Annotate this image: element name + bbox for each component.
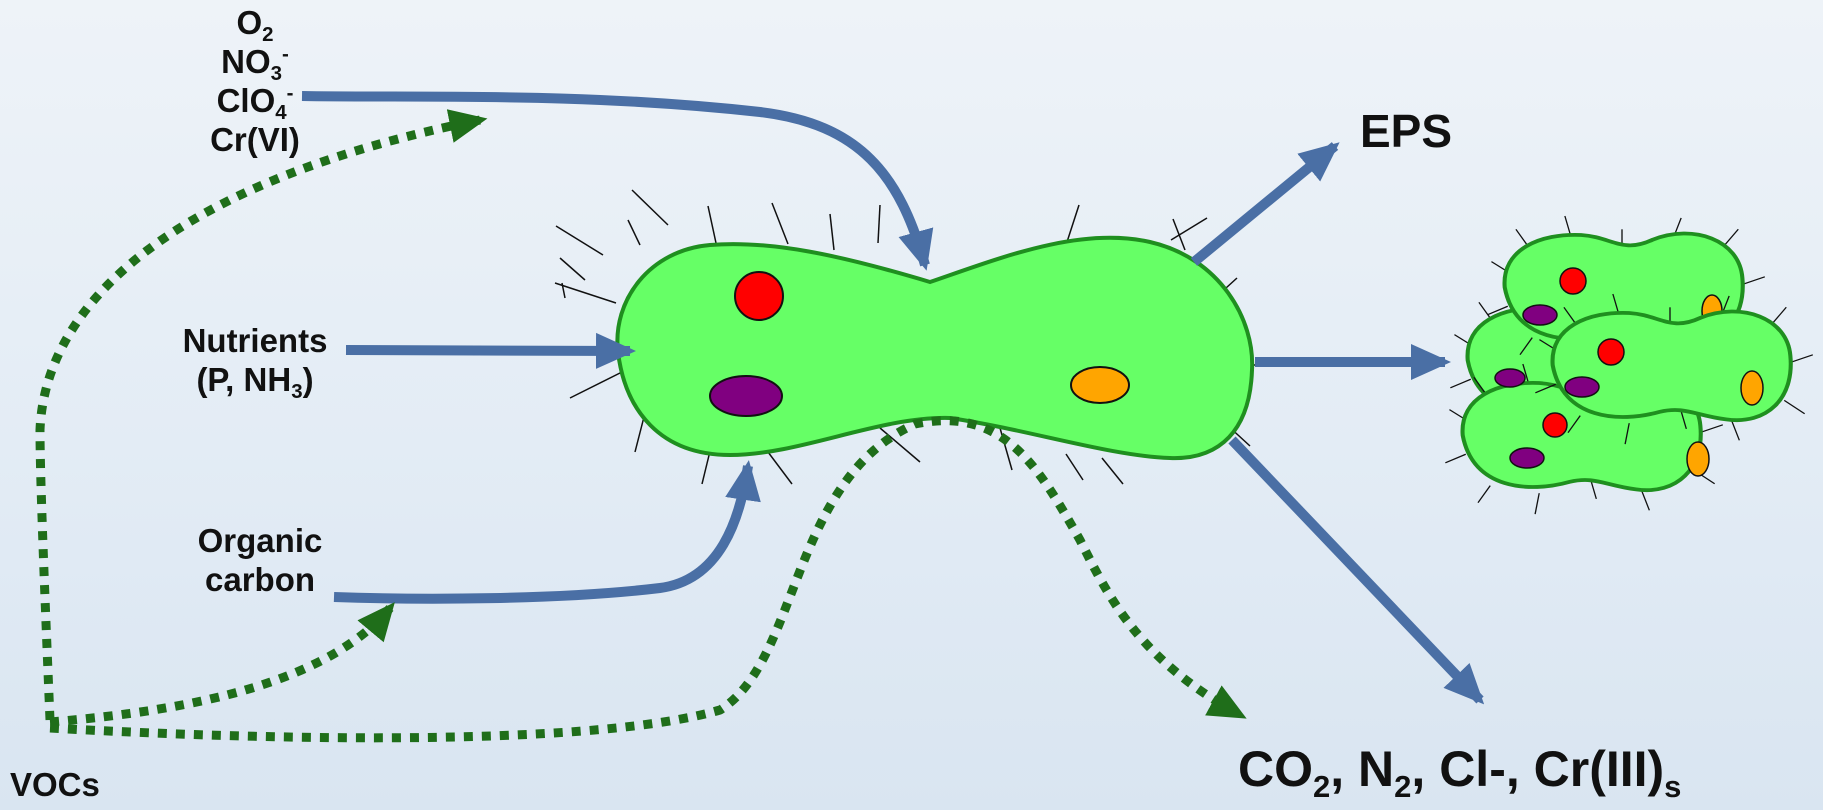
nutrients-line1: Nutrients bbox=[160, 322, 350, 361]
eps-label: EPS bbox=[1360, 104, 1452, 158]
eps-arrow bbox=[1194, 146, 1335, 262]
nutrients-line2: (P, NH3) bbox=[160, 361, 350, 400]
organic-carbon-label: Organic carbon bbox=[180, 522, 340, 600]
vocs-label: VOCs bbox=[10, 766, 100, 805]
organic-carbon-arrow bbox=[334, 466, 748, 599]
nutrients-arrow bbox=[346, 350, 630, 351]
acceptor-clo4: ClO4- bbox=[180, 82, 330, 121]
acceptor-arrow bbox=[302, 96, 925, 265]
purple-organelle bbox=[710, 376, 782, 416]
products-arrow bbox=[1232, 440, 1480, 700]
orange-organelle bbox=[1071, 367, 1129, 403]
voc-to-carbon-arrow bbox=[50, 608, 390, 722]
voc-to-acceptors-arrow bbox=[40, 120, 480, 720]
biofilm-cluster bbox=[1445, 216, 1812, 514]
red-organelle bbox=[735, 272, 783, 320]
organic-carbon-line1: Organic bbox=[180, 522, 340, 561]
acceptor-crvi: Cr(VI) bbox=[180, 121, 330, 160]
acceptor-no3: NO3- bbox=[180, 43, 330, 82]
organic-carbon-line2: carbon bbox=[180, 561, 340, 600]
acceptor-o2: O2 bbox=[180, 4, 330, 43]
nutrients-label: Nutrients (P, NH3) bbox=[160, 322, 350, 400]
products-label: CO2, N2, Cl-, Cr(III)s bbox=[1238, 740, 1681, 799]
electron-acceptors-label: O2 NO3- ClO4- Cr(VI) bbox=[180, 4, 330, 160]
